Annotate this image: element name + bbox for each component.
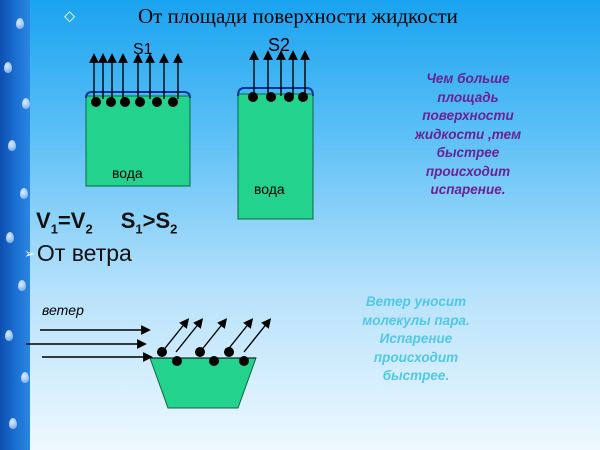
vapor-arrows bbox=[161, 318, 272, 353]
water-drop-icon bbox=[22, 98, 30, 109]
water-drop-icon bbox=[21, 372, 29, 383]
area-label-s2: S2 bbox=[268, 35, 291, 55]
bullet-arrow-icon: ⬦ bbox=[64, 6, 76, 25]
water-drop-icon bbox=[9, 418, 17, 429]
wind-vessel-liquid bbox=[149, 357, 257, 409]
wind-label: ветер bbox=[42, 302, 84, 318]
check-arrow-icon: ➢ bbox=[24, 246, 35, 261]
water-drop-icon bbox=[4, 62, 12, 73]
liquid-label-left: вода bbox=[112, 165, 143, 181]
liquid-label-right: вода bbox=[254, 181, 285, 197]
vessel-left-liquid bbox=[85, 95, 191, 187]
vessel-left-arrows bbox=[89, 53, 183, 99]
slide-title: От площади поверхности жидкости bbox=[138, 4, 458, 28]
vessel-right-arrows bbox=[249, 50, 310, 96]
wind-molecules bbox=[157, 347, 249, 366]
wind-arrows bbox=[26, 325, 153, 362]
water-drop-icon bbox=[8, 140, 16, 151]
wind-heading-row: ➢От ветра bbox=[24, 240, 132, 267]
water-drop-icon bbox=[18, 280, 26, 291]
explanation-area: Чем больше площадь поверхности жидкости … bbox=[414, 71, 522, 197]
vessel-right-molecules bbox=[248, 92, 308, 102]
water-drop-icon bbox=[16, 18, 24, 29]
explanation-wind: Ветер уносит молекулы пара. Испарение пр… bbox=[362, 294, 470, 383]
water-drop-icon bbox=[20, 188, 28, 199]
area-label-s1: S1 bbox=[133, 41, 153, 58]
water-drop-icon bbox=[5, 330, 13, 341]
vessel-right-liquid bbox=[237, 93, 314, 220]
wind-heading: От ветра bbox=[36, 240, 132, 266]
water-drop-icon bbox=[6, 232, 14, 243]
vessel-left-molecules bbox=[91, 97, 178, 107]
vessel-right-meniscus bbox=[237, 87, 314, 97]
